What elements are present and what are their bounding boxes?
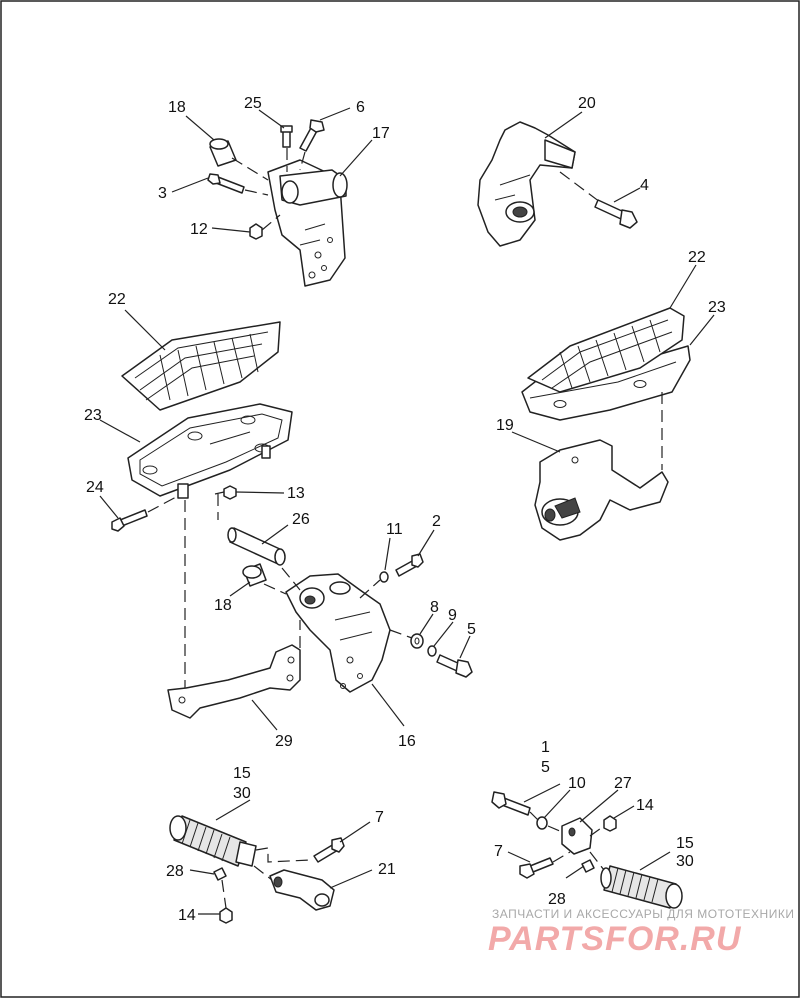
callout-15-left: 15	[233, 765, 251, 782]
bushing-18-center	[242, 563, 267, 587]
callout-9: 9	[448, 607, 457, 624]
callout-23-right: 23	[708, 299, 726, 316]
pivot-assembly-20	[477, 121, 638, 247]
watermark-brand: PARTSFOR.RU	[488, 920, 742, 958]
bushing-18	[209, 138, 237, 167]
footpeg-assembly-right	[491, 791, 683, 909]
callout-22-left: 22	[108, 291, 126, 308]
callout-27: 27	[614, 775, 632, 792]
bolt-5	[436, 654, 473, 678]
callout-7-right: 7	[494, 843, 503, 860]
callout-11: 11	[386, 521, 403, 538]
callout-30-left: 30	[233, 785, 251, 802]
callout-15-right: 15	[676, 835, 694, 852]
washer-10	[536, 816, 548, 830]
watermark: ЗАПЧАСТИ И АКСЕССУАРЫ ДЛЯ МОТОТЕХНИКИ PA…	[488, 907, 794, 958]
bracket-21	[269, 869, 335, 911]
board-23-left	[127, 403, 293, 499]
callout-18-top: 18	[168, 99, 186, 116]
callout-20: 20	[578, 95, 596, 112]
pad-22-right	[527, 307, 685, 393]
bracket-assembly-17	[207, 119, 348, 287]
callout-14-right: 14	[636, 797, 654, 814]
screw-24	[111, 509, 148, 532]
callout-13: 13	[287, 485, 305, 502]
pivot-20	[477, 121, 576, 247]
pad-22-left	[121, 321, 281, 411]
footpeg-15-right	[600, 865, 683, 909]
callout-6: 6	[356, 99, 365, 116]
callout-16: 16	[398, 733, 416, 750]
spacer-28-left	[213, 867, 227, 881]
washer-8	[410, 633, 424, 649]
callout-28-right: 28	[548, 891, 566, 908]
bracket-17	[267, 159, 348, 287]
nut-12	[249, 223, 263, 240]
callout-21: 21	[378, 861, 396, 878]
callout-24: 24	[86, 479, 104, 496]
nut-14-left	[219, 907, 233, 924]
callout-1: 1	[541, 739, 550, 756]
clevis-27	[561, 817, 593, 855]
watermark-caption: ЗАПЧАСТИ И АКСЕССУАРЫ ДЛЯ МОТОТЕХНИКИ	[492, 907, 794, 921]
callout-22-right: 22	[688, 249, 706, 266]
bolt-6	[299, 119, 325, 152]
callout-10: 10	[568, 775, 586, 792]
washer-11	[379, 571, 389, 583]
callout-23-left: 23	[84, 407, 102, 424]
bracket-19	[534, 439, 669, 541]
callout-26: 26	[292, 511, 310, 528]
callout-12: 12	[190, 221, 208, 238]
pin-26	[227, 527, 286, 566]
bracket-29	[167, 644, 301, 719]
mount-assembly-16	[167, 527, 473, 719]
callout-3: 3	[158, 185, 167, 202]
nut-14-right	[603, 815, 617, 832]
callout-5-center: 5	[467, 621, 476, 638]
fitting-25	[280, 125, 293, 148]
washer-9	[427, 645, 437, 657]
callout-8: 8	[430, 599, 439, 616]
nut-13	[223, 485, 237, 500]
footpeg-15-left	[169, 815, 257, 867]
mount-16	[285, 573, 391, 693]
callout-19: 19	[496, 417, 514, 434]
callout-29: 29	[275, 733, 293, 750]
callout-7-left: 7	[375, 809, 384, 826]
screw-2	[395, 553, 424, 577]
callout-28-left: 28	[166, 863, 184, 880]
callout-5-right: 5	[541, 759, 550, 776]
callout-numbers: 18 25 6 17 3 12 20 4 22 23 24 13 22 23 1…	[84, 95, 726, 924]
bolt-1-5	[491, 791, 531, 816]
callout-17: 17	[372, 125, 390, 142]
screw-3	[207, 173, 245, 194]
footpeg-assembly-left	[169, 815, 345, 924]
callout-4: 4	[640, 177, 649, 194]
callout-30-right: 30	[676, 853, 694, 870]
callout-25: 25	[244, 95, 262, 112]
screw-7-left	[313, 837, 345, 863]
spacer-28-right	[581, 859, 595, 873]
floorboard-left	[111, 321, 293, 690]
bolt-4	[594, 199, 638, 229]
floorboard-right	[521, 307, 691, 541]
screw-7-right	[519, 857, 554, 879]
callout-18-center: 18	[214, 597, 232, 614]
callout-14-left: 14	[178, 907, 196, 924]
leader-lines	[99, 107, 715, 915]
callout-2: 2	[432, 513, 441, 530]
